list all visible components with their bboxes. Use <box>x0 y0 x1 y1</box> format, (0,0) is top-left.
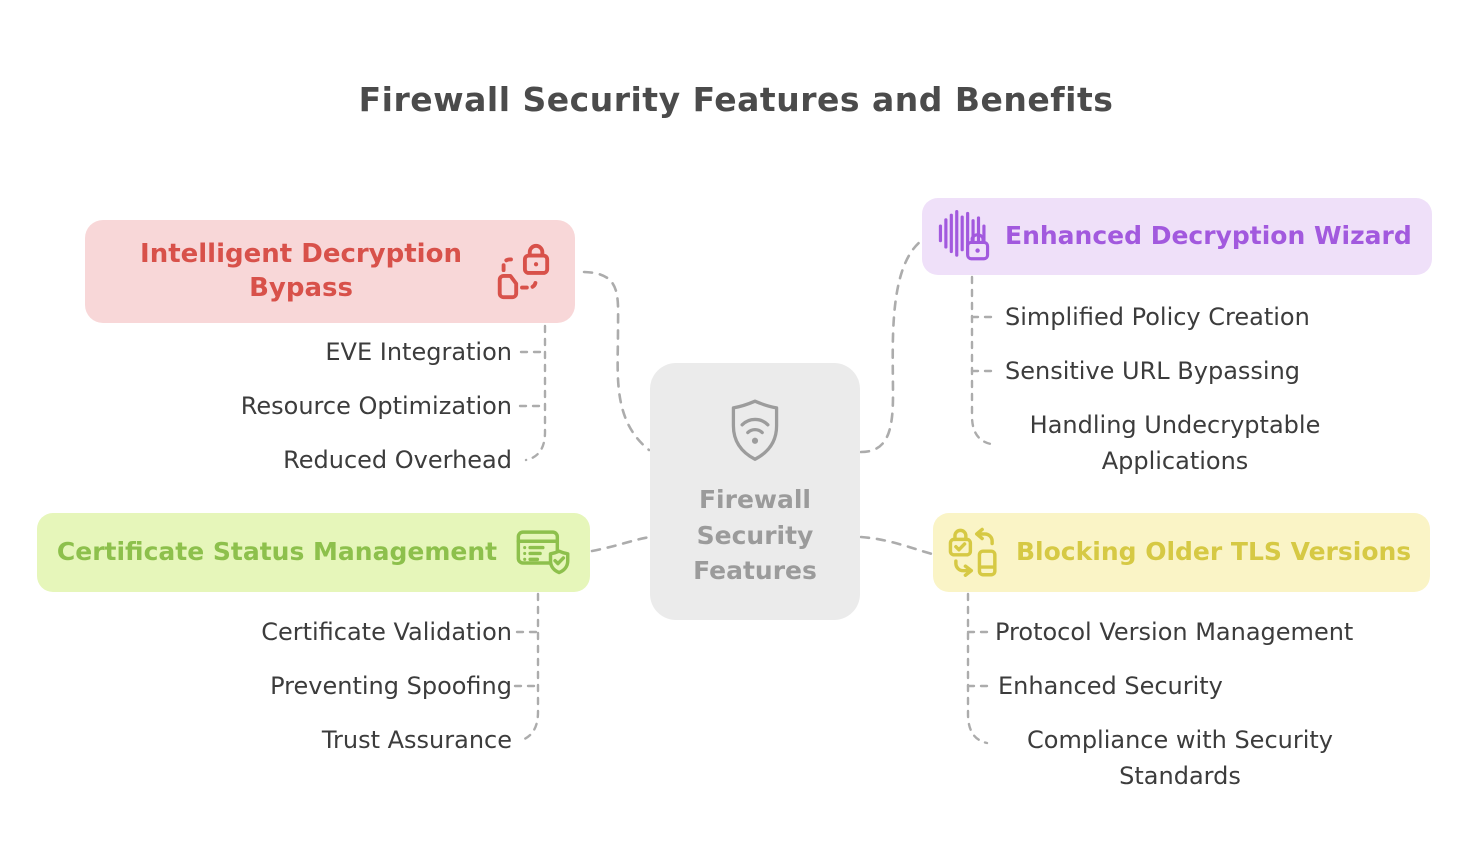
branch-label: Enhanced Decryption Wizard <box>1005 221 1412 251</box>
branch-label: Blocking Older TLS Versions <box>1016 537 1412 567</box>
connector-red-to-center <box>582 270 651 452</box>
subitem-preventing-spoofing: Preventing Spoofing <box>270 672 512 700</box>
subitem-simplified-policy-creation: Simplified Policy Creation <box>1005 303 1310 331</box>
central-node-firewall-security-features: Firewall Security Features <box>650 363 860 620</box>
connector-center-to-purple <box>859 239 923 454</box>
connector-center-to-yellow <box>859 535 934 556</box>
subitem-sensitive-url-bypassing: Sensitive URL Bypassing <box>1005 357 1301 385</box>
connector-green-to-center <box>590 535 652 553</box>
diagram-title: Firewall Security Features and Benefits <box>358 80 1114 119</box>
subitem-handling-undecryptable-applications: Handling Undecryptable Applications <box>1029 411 1321 475</box>
branch-enhanced-decryption-wizard: Enhanced Decryption Wizard <box>922 198 1432 275</box>
document-lock-bypass-icon <box>491 241 553 303</box>
subitem-trust-assurance: Trust Assurance <box>321 726 512 754</box>
branch-intelligent-decryption-bypass: Intelligent Decryption Bypass <box>85 220 575 323</box>
central-node-label: Firewall Security Features <box>693 485 817 586</box>
subitem-compliance-with-security-standards: Compliance with Security Standards <box>1027 726 1333 790</box>
shield-wifi-icon <box>718 394 792 468</box>
subitem-certificate-validation: Certificate Validation <box>261 618 512 646</box>
bracket-red-subitems <box>518 324 547 462</box>
subitem-resource-optimization: Resource Optimization <box>240 392 512 420</box>
subitem-protocol-version-management: Protocol Version Management <box>995 618 1354 646</box>
checklist-shield-icon <box>512 524 570 582</box>
subitem-eve-integration: EVE Integration <box>325 338 512 366</box>
lock-device-swap-icon <box>945 524 1003 582</box>
bracket-green-subitems <box>513 592 540 743</box>
subitem-enhanced-security: Enhanced Security <box>998 672 1223 700</box>
branch-blocking-older-tls-versions: Blocking Older TLS Versions <box>933 513 1430 592</box>
waveform-lock-icon <box>935 208 993 266</box>
branch-label: Intelligent Decryption Bypass <box>140 238 462 303</box>
subitem-reduced-overhead: Reduced Overhead <box>283 446 512 474</box>
bracket-yellow-subitems <box>966 592 993 745</box>
branch-label: Certificate Status Management <box>56 537 498 567</box>
branch-certificate-status-management: Certificate Status Management <box>37 513 590 592</box>
